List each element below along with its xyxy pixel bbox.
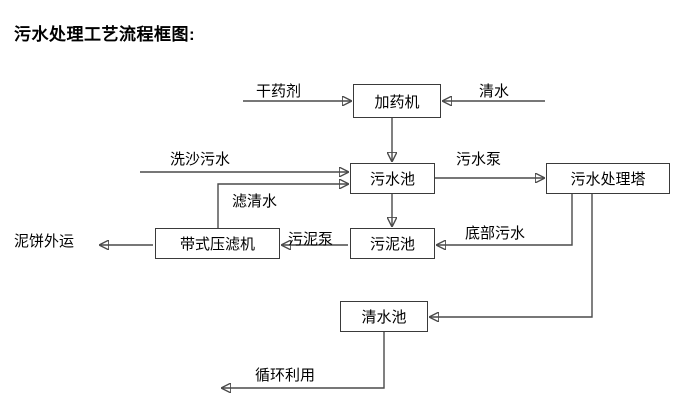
node-sludge-pool[interactable]: 污泥池 <box>350 228 435 259</box>
edge-label-clean-water: 清水 <box>479 83 510 100</box>
edge-label-bottom-sewage: 底部污水 <box>465 225 526 242</box>
node-label: 清水池 <box>361 309 407 326</box>
edge-clear-pool-recycle <box>222 332 385 388</box>
node-sewage-treatment-tower[interactable]: 污水处理塔 <box>546 163 670 194</box>
edge-label-sewage-pump: 污水泵 <box>456 151 502 168</box>
edge-filtered-water-to-sewage-pool <box>217 184 348 228</box>
edge-tower-to-clear-pool <box>430 194 593 317</box>
node-label: 带式压滤机 <box>179 236 255 253</box>
node-label: 污水池 <box>369 171 415 188</box>
node-clear-water-pool[interactable]: 清水池 <box>340 301 428 332</box>
node-sewage-pool[interactable]: 污水池 <box>350 163 435 194</box>
edge-bottom-sewage-to-sludge-pool <box>437 194 573 245</box>
node-label: 加药机 <box>374 93 420 111</box>
page-title: 污水处理工艺流程框图: <box>14 25 196 44</box>
edge-label-sludge-pump: 污泥泵 <box>288 231 334 248</box>
edge-label-dry-agent: 干药剂 <box>256 83 302 100</box>
node-label: 污泥池 <box>369 236 415 253</box>
edge-label-filtered-clear-water: 滤清水 <box>232 193 278 210</box>
node-dosing-machine[interactable]: 加药机 <box>353 84 441 118</box>
edge-label-recycle-reuse: 循环利用 <box>255 367 316 384</box>
node-label: 污水处理塔 <box>570 171 646 188</box>
node-belt-filter-press[interactable]: 带式压滤机 <box>155 228 280 259</box>
terminal-label-mud-cake-transport: 泥饼外运 <box>14 233 75 250</box>
edge-label-sand-washing-sewage: 洗沙污水 <box>170 151 231 168</box>
